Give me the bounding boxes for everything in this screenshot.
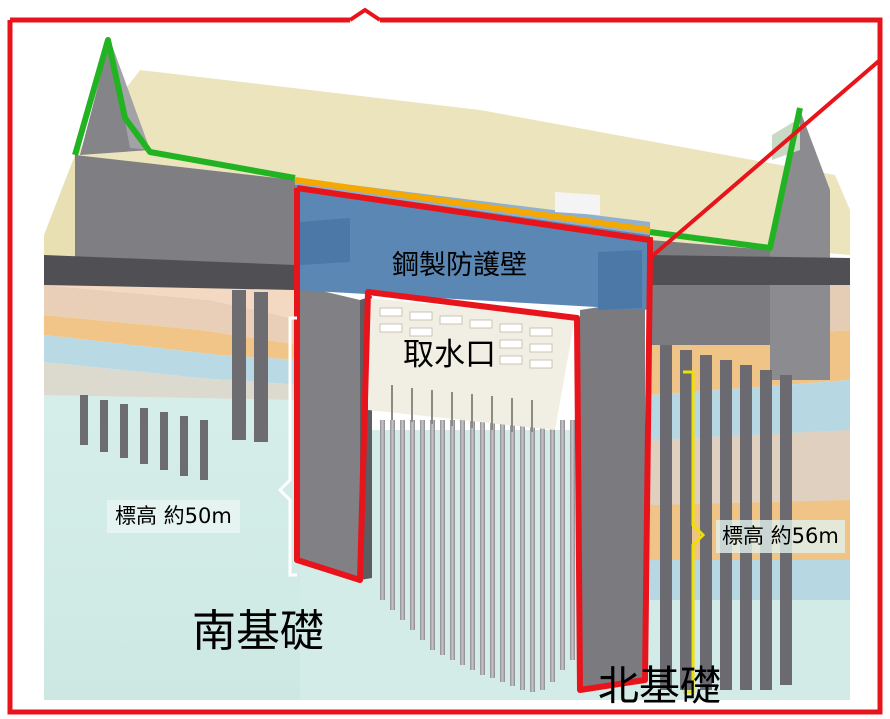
center-piles xyxy=(380,420,575,692)
intake-fins xyxy=(391,385,533,432)
left-pylon-face xyxy=(110,40,150,150)
green-boundary-line xyxy=(72,37,296,181)
roof-box xyxy=(555,192,600,215)
south-foundation-label: 南基礎 xyxy=(192,606,324,657)
deck-left-face xyxy=(44,155,75,260)
south-elevation-bracket xyxy=(277,316,297,577)
right-beam xyxy=(650,255,850,285)
steel-wall xyxy=(295,185,650,310)
callout-line xyxy=(648,58,882,260)
intake-label: 取水口 xyxy=(403,337,496,373)
wall-outline xyxy=(296,185,653,260)
north-elevation-bracket xyxy=(683,370,706,694)
steel-wall-label: 鋼製防護壁 xyxy=(392,250,527,281)
ground-block xyxy=(44,395,300,700)
back-wall xyxy=(75,155,295,290)
left-piles xyxy=(80,290,268,480)
south-foundation-outline xyxy=(294,188,653,693)
intake-vents xyxy=(379,307,553,369)
north-foundation-column xyxy=(580,300,645,690)
orange-line xyxy=(294,177,651,233)
outer-frame xyxy=(7,17,883,715)
frame-notch xyxy=(348,7,382,22)
south-elevation-label: 標高 約50m xyxy=(107,500,240,533)
steel-wall-box-left xyxy=(300,218,350,265)
north-elevation-label: 標高 約56m xyxy=(716,520,845,553)
left-beam xyxy=(44,255,295,290)
north-foundation-label: 北基礎 xyxy=(598,662,721,710)
outer-frame-top-right xyxy=(380,17,883,60)
south-foundation-column xyxy=(297,285,360,580)
steel-wall-box-right xyxy=(598,250,642,310)
green-boundary-line-right xyxy=(649,107,803,251)
